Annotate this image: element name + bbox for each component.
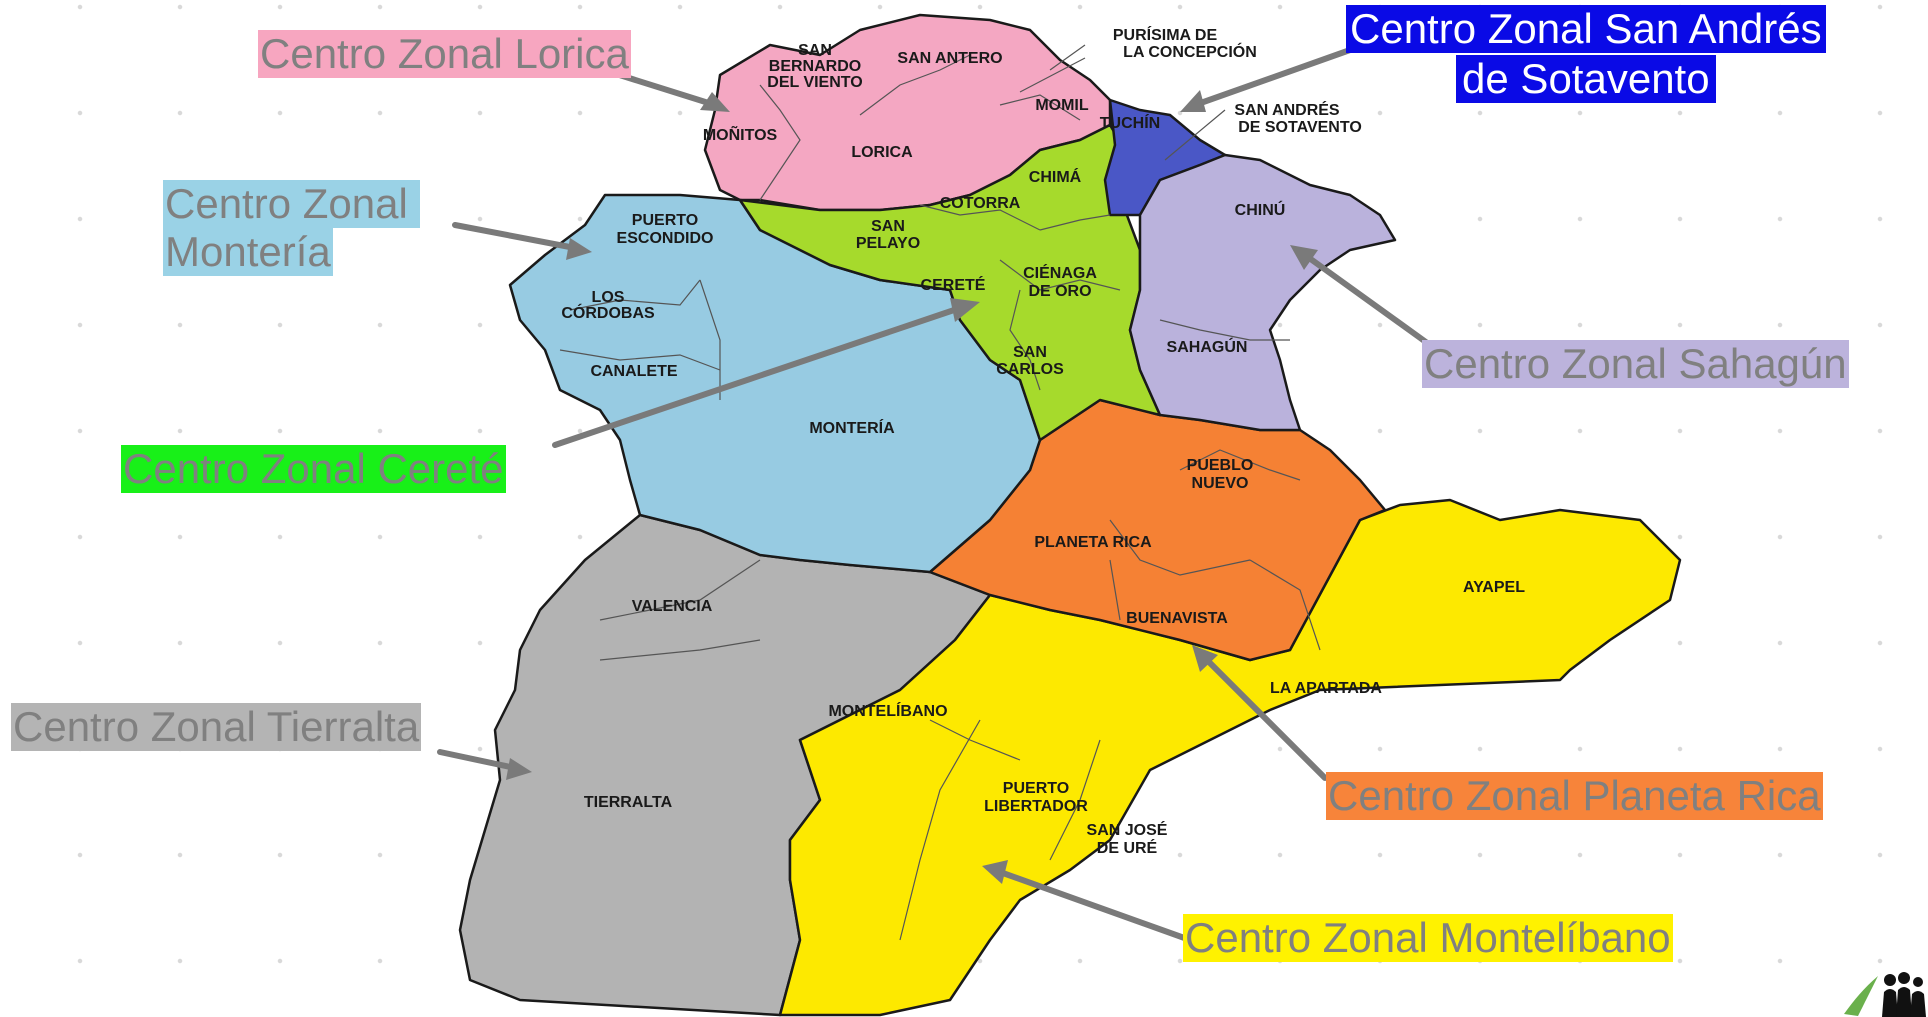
region-sahagun <box>1128 153 1397 432</box>
muni-planeta-rica: PLANETA RICA <box>1034 534 1152 551</box>
arrow-san-andres <box>1180 47 1353 112</box>
arrow-montelibano <box>982 860 1193 943</box>
muni-cienaga-1: CIÉNAGA <box>1023 263 1097 282</box>
muni-los-cordobas-1: LOS <box>592 289 625 306</box>
muni-puerto-libertador-2: LIBERTADOR <box>984 798 1088 815</box>
muni-san-carlos-2: CARLOS <box>996 361 1064 378</box>
muni-san-carlos-1: SAN <box>1013 344 1047 361</box>
muni-momil: MOMIL <box>1035 97 1089 114</box>
muni-tierralta: TIERRALTA <box>584 794 673 811</box>
muni-san-jose-1: SAN JOSÉ <box>1087 820 1168 839</box>
muni-chima: CHIMÁ <box>1029 167 1082 186</box>
leader-lines <box>1019 44 1226 161</box>
muni-ayapel: AYAPEL <box>1463 579 1525 596</box>
municipal-boundaries <box>559 54 1321 941</box>
zone-regions <box>458 13 1682 1017</box>
muni-cotorra: COTORRA <box>940 195 1021 212</box>
zone-label-montelibano: Centro Zonal Montelíbano <box>1183 914 1673 962</box>
muni-montelibano: MONTELÍBANO <box>828 701 947 720</box>
muni-monteria: MONTERÍA <box>809 418 895 437</box>
muni-sahagun: SAHAGÚN <box>1167 337 1248 356</box>
muni-pueblo-nuevo-1: PUEBLO <box>1187 457 1254 474</box>
muni-puerto-escondido-1: PUERTO <box>632 212 698 229</box>
zone-label-sahagun: Centro Zonal Sahagún <box>1422 340 1849 388</box>
muni-valencia: VALENCIA <box>632 598 713 615</box>
muni-san-pelayo-1: SAN <box>871 218 905 235</box>
muni-san-antero: SAN ANTERO <box>897 50 1002 67</box>
muni-lorica: LORICA <box>851 144 913 161</box>
arrow-sahagun <box>1290 245 1433 348</box>
municipality-labels: SAN BERNARDO DEL VIENTO SAN ANTERO PURÍS… <box>561 25 1525 857</box>
muni-puerto-libertador-1: PUERTO <box>1003 780 1069 797</box>
muni-purisima-1: PURÍSIMA DE <box>1113 25 1218 44</box>
muni-cienaga-2: DE ORO <box>1028 283 1091 300</box>
muni-san-andres-2: DE SOTAVENTO <box>1238 119 1362 136</box>
zone-label-tierralta: Centro Zonal Tierralta <box>11 703 422 751</box>
zone-label-san-andres: Centro Zonal San Andrés de Sotavento <box>1346 5 1826 103</box>
muni-tuchin: TUCHÍN <box>1100 113 1160 132</box>
muni-la-apartada: LA APARTADA <box>1270 680 1382 697</box>
muni-cerete: CERETÉ <box>921 275 986 294</box>
zone-label-cerete: Centro Zonal Cereté <box>121 445 506 493</box>
muni-san-bernardo-3: DEL VIENTO <box>767 74 862 91</box>
arrow-cerete <box>552 298 980 448</box>
muni-chinu: CHINÚ <box>1235 200 1286 219</box>
muni-los-cordobas-2: CÓRDOBAS <box>561 303 655 322</box>
muni-pueblo-nuevo-2: NUEVO <box>1192 475 1249 492</box>
muni-purisima-2: LA CONCEPCIÓN <box>1123 42 1257 61</box>
muni-san-pelayo-2: PELAYO <box>856 235 920 252</box>
muni-puerto-escondido-2: ESCONDIDO <box>617 230 714 247</box>
muni-san-bernardo-1: SAN <box>798 42 832 59</box>
muni-canalete: CANALETE <box>590 363 677 380</box>
zone-label-lorica: Centro Zonal Lorica <box>258 30 631 78</box>
zone-label-monteria: Centro Zonal Montería <box>163 180 420 276</box>
arrow-monteria <box>452 222 592 260</box>
people-group-icon <box>1844 972 1926 1017</box>
muni-san-andres-1: SAN ANDRÉS <box>1234 100 1340 119</box>
muni-monitos: MOÑITOS <box>703 124 778 144</box>
muni-san-bernardo-2: BERNARDO <box>769 58 861 75</box>
arrow-tierralta <box>437 749 532 780</box>
arrow-planeta-rica <box>1192 645 1328 781</box>
zone-label-planeta-rica: Centro Zonal Planeta Rica <box>1326 772 1823 820</box>
arrow-lorica <box>607 69 730 112</box>
muni-buenavista: BUENAVISTA <box>1126 610 1228 627</box>
muni-san-jose-2: DE URÉ <box>1097 838 1158 857</box>
